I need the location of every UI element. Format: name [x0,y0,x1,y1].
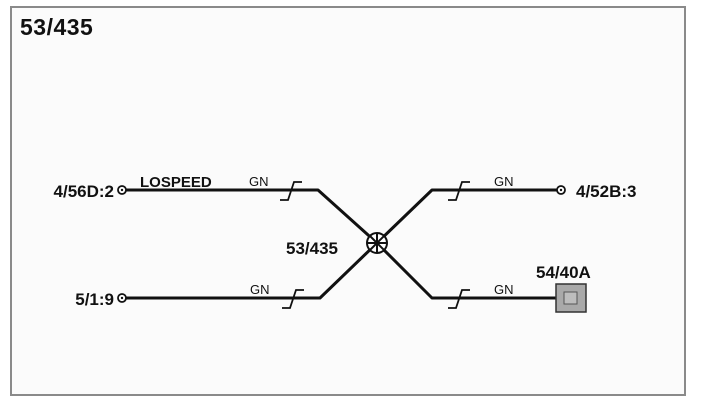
wire-left-bottom [125,241,379,300]
wire-break-right-bottom [448,289,470,309]
diagram-title: 53/435 [20,14,94,40]
wire-break-left-bottom [282,289,304,309]
wire-right-top [375,188,558,245]
wire-color-left-bottom: GN [250,282,270,297]
wire-right-bottom [375,241,558,300]
connector-label-right-bottom: 54/40A [536,263,591,282]
splice-icon [366,232,388,254]
ground-block-icon [555,283,587,313]
connector-label-right-top: 4/52B:3 [576,182,636,201]
connector-label-left-top: 4/56D:2 [54,182,114,201]
wire-break-left-top [280,181,302,201]
splice-label: 53/435 [286,239,338,258]
circuit-label-left-top: LOSPEED [140,174,212,191]
wire-color-right-bottom: GN [494,282,514,297]
wire-color-right-top: GN [494,174,514,189]
wire-left-top [125,188,379,245]
wire-break-right-top [448,181,470,201]
connector-label-left-bottom: 5/1:9 [75,290,114,309]
diagram-frame [10,6,686,396]
wire-color-left-top: GN [249,174,269,189]
